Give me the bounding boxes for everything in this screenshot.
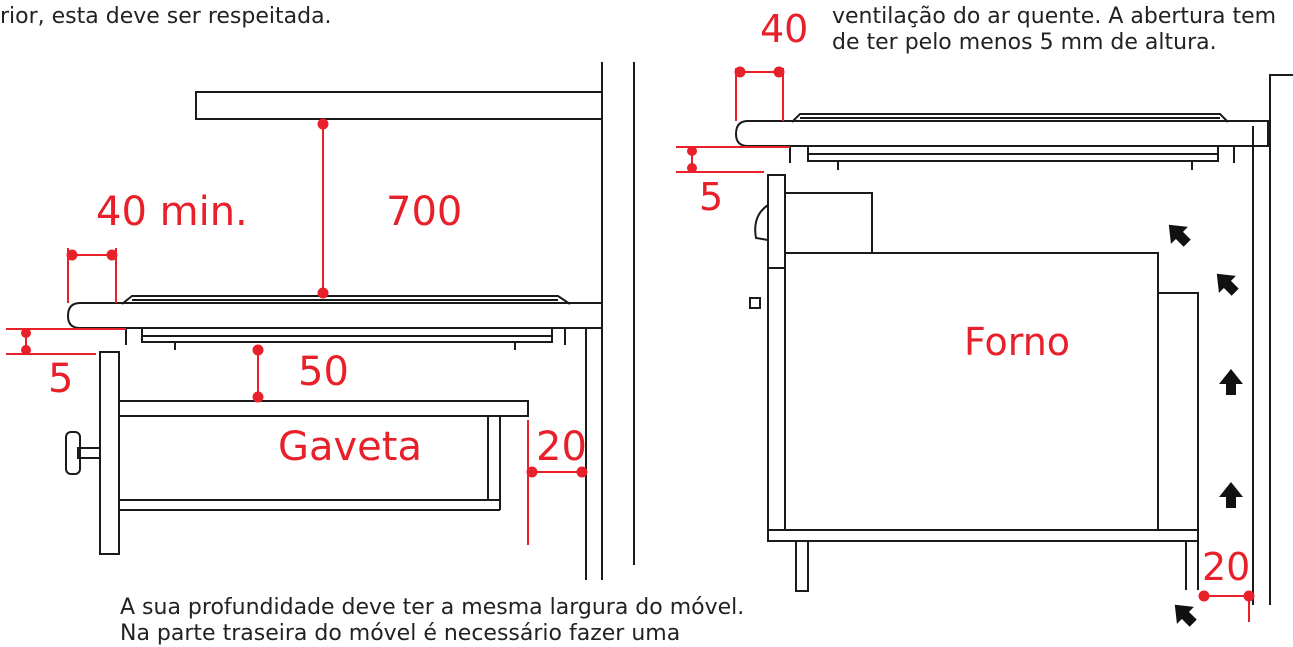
dim-5-dot-t xyxy=(21,328,31,338)
top-right-line-1: ventilação do ar quente. A abertura tem xyxy=(832,4,1277,29)
oven-rear-block xyxy=(1157,292,1199,531)
dim-50-dot-b xyxy=(252,391,264,403)
label-20-right: 20 xyxy=(1202,545,1250,589)
left-dimensions xyxy=(6,118,588,545)
oven-base-shelf xyxy=(767,529,1199,542)
vent-arrow-5 xyxy=(1174,604,1197,627)
hood-shelf xyxy=(195,91,603,120)
oven-control-block xyxy=(784,192,873,254)
r-dim-40-dot-l xyxy=(734,66,746,78)
dim-40min-dot-l xyxy=(66,249,78,261)
top-left-text: rior, esta deve ser respeitada. xyxy=(0,4,332,29)
right-diagram xyxy=(734,74,1293,605)
top-right-text: ventilação do ar quente. A abertura tem … xyxy=(832,4,1276,56)
r-dim-5-dot-b xyxy=(687,163,697,173)
r-dim-40-dot-r xyxy=(773,66,785,78)
oven-body xyxy=(784,252,1159,531)
label-40-min: 40 min. xyxy=(96,189,248,235)
vent-arrow-1 xyxy=(1168,224,1191,247)
label-5-left: 5 xyxy=(48,356,73,402)
drawer-front xyxy=(99,351,120,555)
bottom-left-line-1: A sua profundidade deve ter a mesma larg… xyxy=(120,595,745,620)
label-40-right: 40 xyxy=(760,7,808,51)
oven-door xyxy=(767,174,786,531)
dim-50-dot-t xyxy=(252,344,264,356)
label-20-left: 20 xyxy=(536,424,587,470)
installation-diagram: 40 min. 700 5 50 Gaveta 20 xyxy=(6,7,1293,627)
drawer-top xyxy=(118,400,529,417)
oven-knob xyxy=(749,297,761,309)
vent-arrow-3 xyxy=(1219,369,1243,395)
vent-arrow-4 xyxy=(1219,482,1243,508)
label-700: 700 xyxy=(386,189,462,235)
left-diagram xyxy=(65,62,635,580)
oven-leg-left xyxy=(795,540,809,592)
dim-20-dot-l xyxy=(526,466,538,478)
oven-handle xyxy=(754,204,769,241)
dim-40min-dot-r xyxy=(106,249,118,261)
right-wall-top xyxy=(1269,74,1293,605)
label-gaveta: Gaveta xyxy=(278,424,422,470)
drawer-knob-stem xyxy=(77,447,101,459)
dim-20-dot-r xyxy=(576,466,588,478)
top-right-line-2: de ter pelo menos 5 mm de altura. xyxy=(832,30,1217,55)
right-hob-top xyxy=(791,113,1229,123)
label-forno: Forno xyxy=(964,320,1070,364)
hob-top xyxy=(121,295,571,305)
right-labels: 40 5 Forno 20 xyxy=(699,7,1250,589)
worktop xyxy=(66,302,603,329)
right-dimensions xyxy=(676,66,1255,622)
r-dim-20-dot-l xyxy=(1198,590,1210,602)
drawer-knob xyxy=(65,431,81,475)
r-dim-5-dot-t xyxy=(687,146,697,156)
ventilation-arrows xyxy=(1168,224,1243,627)
dim-700-dot-bottom xyxy=(317,287,329,299)
vent-arrow-2 xyxy=(1216,273,1239,296)
label-50: 50 xyxy=(298,349,349,395)
label-5-right: 5 xyxy=(699,175,723,219)
dim-5-dot-b xyxy=(21,345,31,355)
right-worktop xyxy=(734,120,1269,147)
left-labels: 40 min. 700 5 50 Gaveta 20 xyxy=(48,189,587,470)
dim-700-dot-top xyxy=(317,118,329,130)
